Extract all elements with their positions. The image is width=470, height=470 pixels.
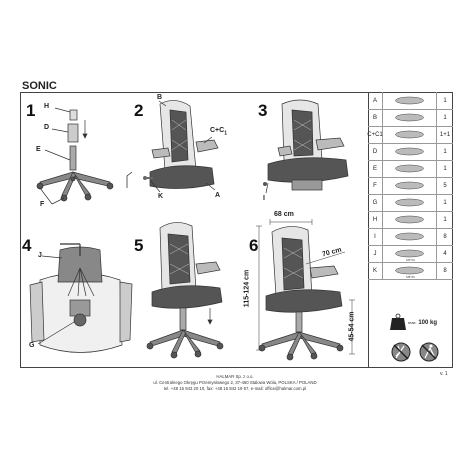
- part-letter: G: [368, 194, 383, 211]
- part-quantity: 1: [436, 211, 453, 228]
- label-a: A: [215, 192, 221, 199]
- label-b: B: [157, 94, 163, 101]
- part-image: [384, 230, 435, 243]
- part-image: [384, 247, 435, 260]
- step-6-number: 6: [249, 236, 259, 255]
- part-quantity: 8: [436, 262, 453, 279]
- part-quantity: 1+1: [436, 126, 453, 143]
- part-image: [384, 162, 435, 175]
- part-quantity: 1: [436, 92, 453, 109]
- part-image: [384, 145, 435, 158]
- part-caption: M6*20: [406, 258, 415, 262]
- part-quantity: 5: [436, 177, 453, 194]
- label-i: I: [263, 195, 265, 202]
- part-letter: A: [368, 92, 383, 109]
- part-quantity: 1: [436, 109, 453, 126]
- part-letter: B: [368, 109, 383, 126]
- parts-divider: [368, 92, 369, 368]
- version-label: v. 1: [440, 371, 448, 377]
- label-f-step1: F: [40, 201, 45, 208]
- part-quantity: 1: [436, 143, 453, 160]
- part-image: [384, 128, 435, 141]
- step-2-number: 2: [134, 101, 144, 120]
- max-weight-value: 100 kg: [418, 320, 438, 326]
- label-d: D: [44, 124, 50, 131]
- part-quantity: 8: [436, 228, 453, 245]
- part-image: [384, 213, 435, 226]
- part-image: [384, 111, 435, 124]
- part-image: [384, 179, 435, 192]
- part-quantity: 1: [436, 194, 453, 211]
- step-5-number: 5: [134, 236, 144, 255]
- part-letter: H: [368, 211, 383, 228]
- part-letter: E: [368, 160, 383, 177]
- dimension-width: 68 cm: [274, 211, 294, 218]
- label-c1-subscript: 1: [224, 130, 227, 137]
- footer-company: HALMAR Sp. z o.o.: [216, 374, 254, 379]
- parts-row: K M8*25 8: [368, 262, 453, 280]
- part-letter: K: [368, 262, 383, 279]
- no-standing-icon: [391, 342, 411, 362]
- product-title: SONIC: [22, 80, 57, 92]
- max-weight-prefix: max.: [408, 320, 417, 325]
- part-image: [384, 264, 435, 277]
- max-weight: max. 100 kg: [408, 320, 437, 326]
- part-image: [384, 196, 435, 209]
- step-1-number: 1: [26, 101, 36, 120]
- label-e: E: [36, 146, 41, 153]
- part-letter: I: [368, 228, 383, 245]
- parts-row: J M6*20 4: [368, 245, 453, 263]
- part-quantity: 4: [436, 245, 453, 262]
- part-letter: C+C1: [367, 126, 383, 143]
- footer-address: ul. Centralnego Okręgu Przemysłowego 2, …: [153, 380, 317, 385]
- label-h: H: [44, 103, 50, 110]
- part-letter: F: [368, 177, 383, 194]
- step-4-number: 4: [22, 236, 32, 255]
- part-quantity: 1: [436, 160, 453, 177]
- parts-row: C+C1 1+1: [367, 126, 453, 144]
- label-k: K: [158, 193, 164, 200]
- footer-contact: tel. +48 15 843 20 10, fax: +48 15 842 1…: [163, 386, 307, 391]
- part-caption: M8*25: [406, 275, 415, 279]
- label-j: J: [38, 252, 42, 259]
- label-g: G: [29, 342, 35, 349]
- instruction-frame: [20, 92, 453, 368]
- part-image: [384, 94, 435, 107]
- part-letter: D: [368, 143, 383, 160]
- no-kneeling-icon: [419, 342, 439, 362]
- label-c-c1: C+C1: [210, 127, 227, 137]
- part-letter: J: [368, 245, 383, 262]
- step-3-number: 3: [258, 101, 268, 120]
